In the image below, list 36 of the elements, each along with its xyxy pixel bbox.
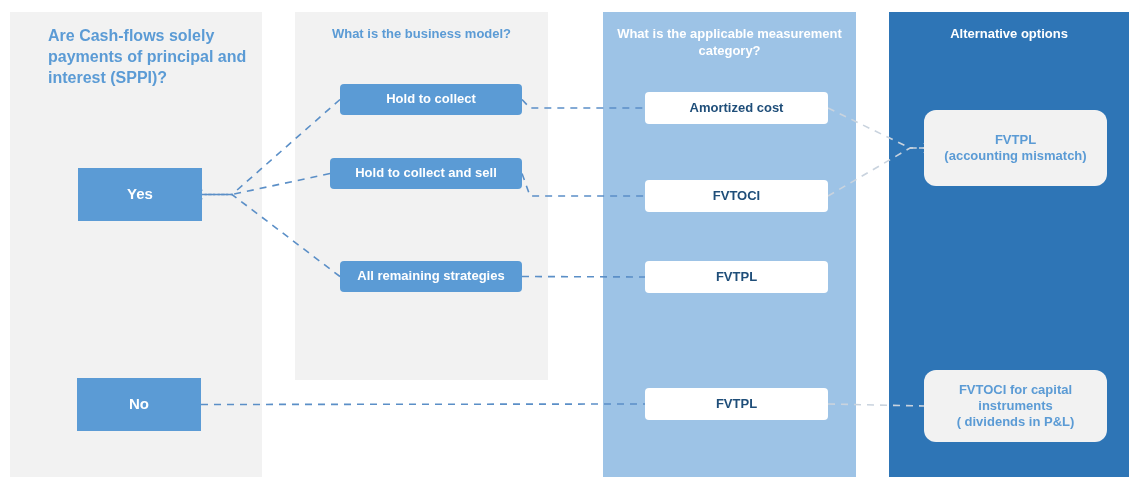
box-label: FVTPL (715, 268, 758, 286)
box-label: Yes (127, 185, 153, 204)
box-label: All remaining strategies (357, 268, 505, 285)
column-panel (889, 12, 1129, 477)
dashed-connector (521, 172, 646, 197)
box-label: No (129, 395, 149, 414)
option-box (78, 168, 202, 221)
dashed-connector (827, 403, 925, 407)
option-box (330, 158, 522, 189)
option-box (340, 84, 522, 115)
column-heading: Are Cash-flows solely payments of principal and interest (SPPI)? (47, 26, 248, 88)
box-label: (accounting mismatch) (944, 148, 1087, 165)
column-panel (603, 12, 856, 477)
column-heading: Alternative options (949, 26, 1069, 43)
option-box (645, 261, 828, 293)
column-panel (10, 12, 262, 477)
box-label: FVTOCI (712, 187, 761, 205)
box-label: Hold to collect and sell (355, 165, 497, 182)
option-box (924, 370, 1107, 442)
box-label: FVTPL (715, 395, 758, 413)
box-label: Hold to collect (386, 91, 476, 108)
box-label: FVTPL (994, 131, 1037, 148)
column-heading: What is the business model? (330, 26, 513, 43)
box-label: FVTOCI for capital instruments (957, 381, 1074, 415)
column-panel (295, 12, 548, 380)
option-box (645, 180, 828, 212)
box-label: ( dividends in P&L) (956, 414, 1075, 431)
option-box (77, 378, 201, 431)
dashed-connector (521, 275, 646, 278)
option-box (645, 388, 828, 420)
option-box (924, 110, 1107, 186)
option-box (340, 261, 522, 292)
option-box (645, 92, 828, 124)
box-label: Amortized cost (689, 99, 784, 117)
column-heading: What is the applicable measurement category? (616, 26, 843, 60)
dashed-connector (200, 403, 646, 406)
